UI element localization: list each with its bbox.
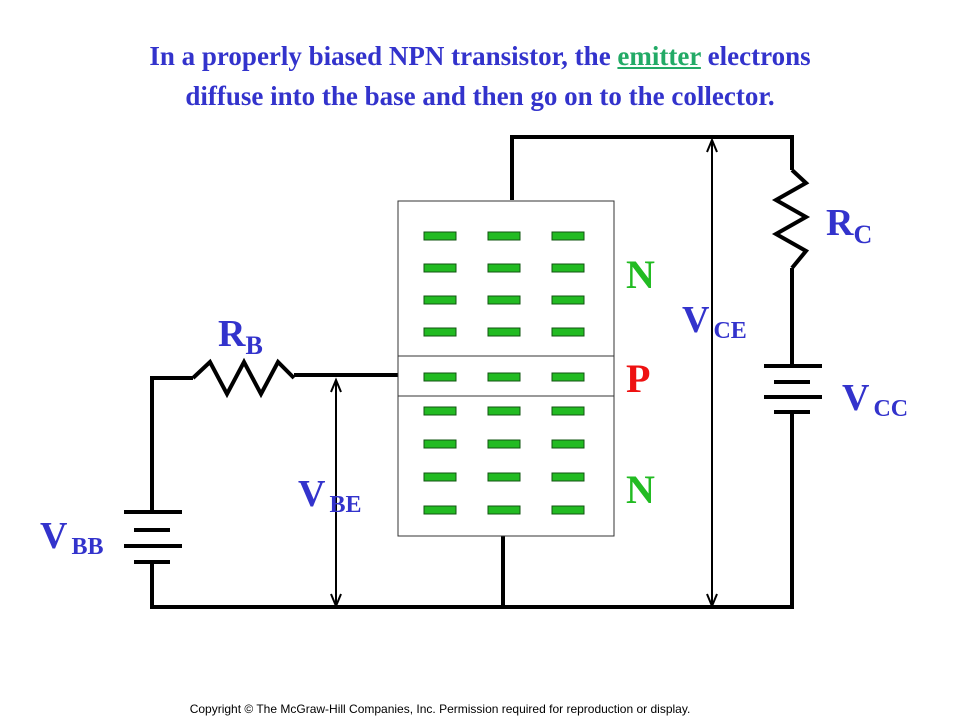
electron-collector [487, 263, 521, 273]
electron-group [423, 231, 585, 515]
electron-emitter [551, 472, 585, 482]
collector-wire [510, 135, 794, 200]
electron-collector [551, 327, 585, 337]
transistor-body [397, 200, 615, 537]
electron-emitter [423, 406, 457, 416]
region-label-emitter-n: N [626, 467, 655, 512]
electron-collector [487, 327, 521, 337]
rc-resistor [771, 168, 811, 270]
electron-base [423, 372, 457, 382]
electron-emitter [551, 439, 585, 449]
vce-arrow [706, 137, 718, 609]
electron-emitter [487, 406, 521, 416]
electron-emitter [423, 472, 457, 482]
electron-collector [423, 263, 457, 273]
title-highlight-emitter: emitter [617, 41, 701, 71]
rb-label: RB [218, 313, 263, 360]
electron-collector [487, 295, 521, 305]
electron-emitter [487, 505, 521, 515]
vbb-to-rb-wire [150, 376, 193, 512]
vbb-battery [124, 510, 182, 564]
title-part2: electrons [700, 41, 811, 71]
title-line2: diffuse into the base and then go on to … [185, 81, 775, 111]
electron-emitter [551, 505, 585, 515]
rc-label: RC [826, 202, 872, 249]
region-label-base-p: P [626, 356, 650, 401]
electron-emitter [487, 439, 521, 449]
electron-collector [551, 263, 585, 273]
vbe-arrow [330, 377, 342, 609]
electron-collector [551, 231, 585, 241]
slide-title: In a properly biased NPN transistor, the… [40, 36, 920, 116]
region-label-collector-n: N [626, 252, 655, 297]
electron-collector [423, 231, 457, 241]
electron-emitter [423, 505, 457, 515]
emitter-region [397, 395, 615, 537]
electron-base [551, 372, 585, 382]
electron-emitter [423, 439, 457, 449]
copyright-notice: Copyright © The McGraw-Hill Companies, I… [189, 702, 691, 716]
title-part1: In a properly biased NPN transistor, the [149, 41, 618, 71]
electron-emitter [551, 406, 585, 416]
electron-emitter [487, 472, 521, 482]
rb-resistor [191, 357, 296, 399]
electron-collector [487, 231, 521, 241]
electron-collector [423, 327, 457, 337]
electron-base [487, 372, 521, 382]
electron-collector [551, 295, 585, 305]
circuit-wires [150, 135, 794, 609]
electron-collector [423, 295, 457, 305]
vcc-battery [764, 364, 822, 414]
